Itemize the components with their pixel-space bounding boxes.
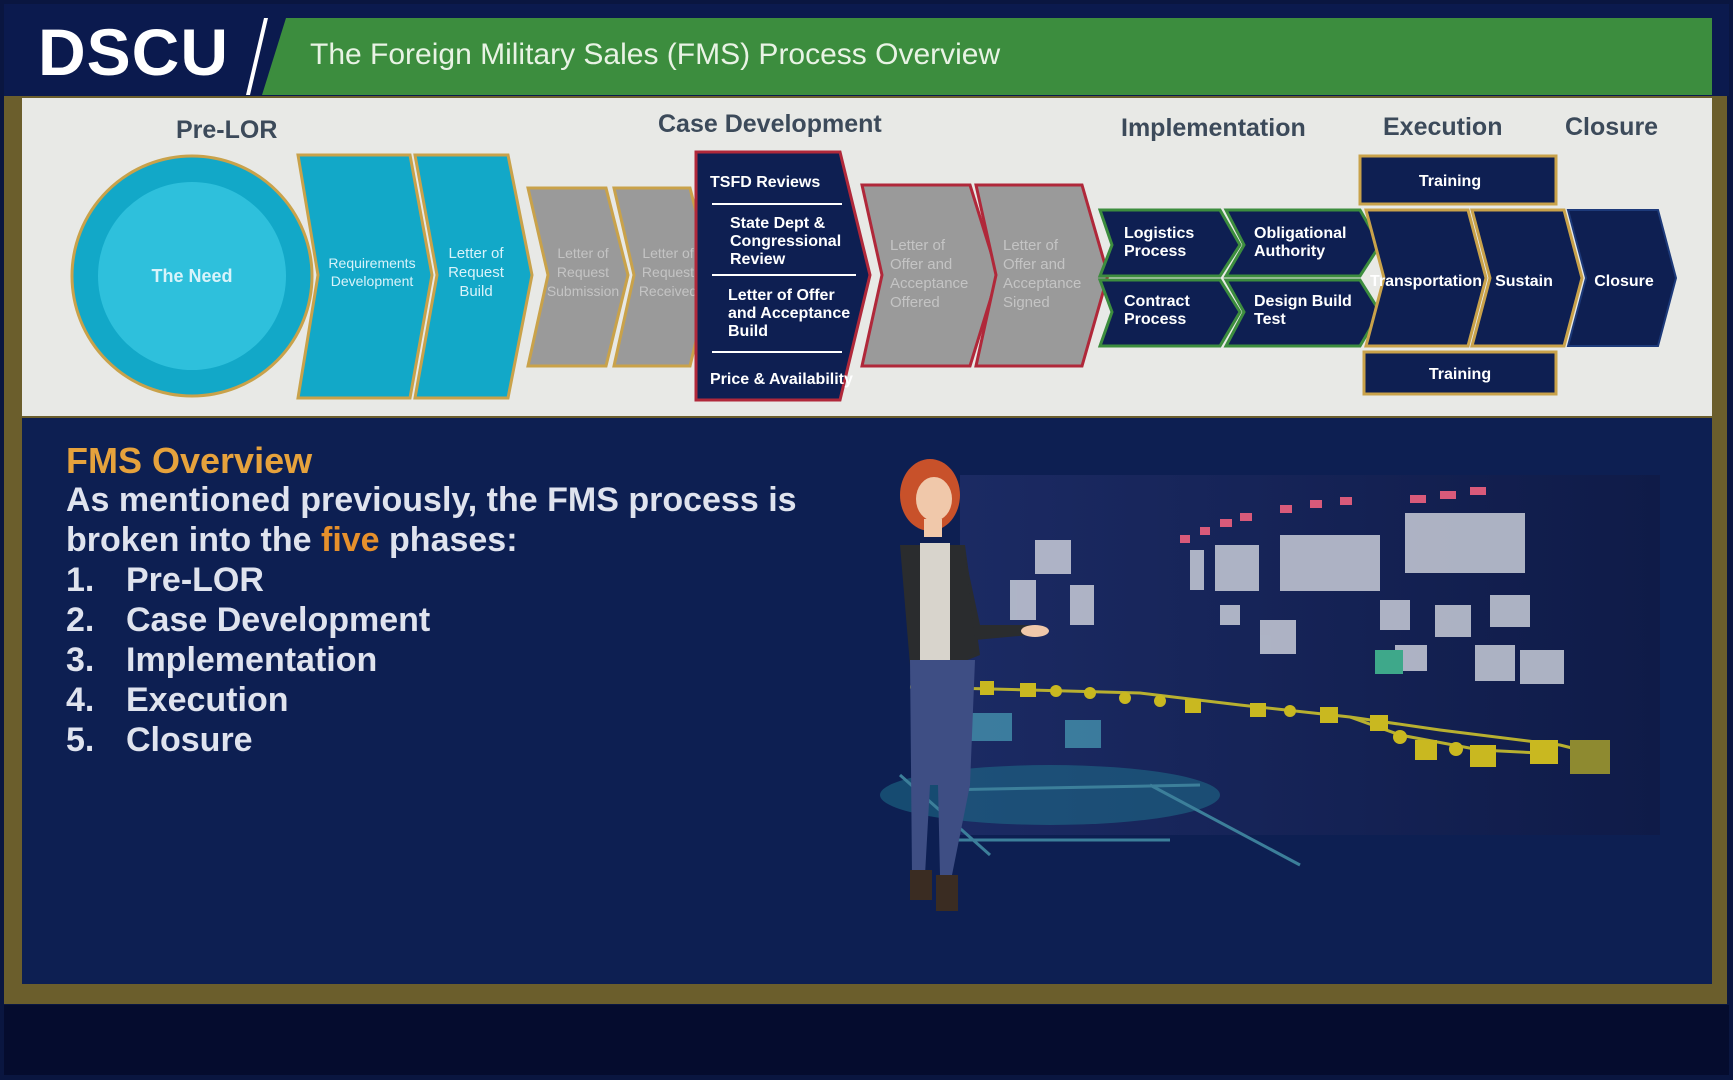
closure-step: Closure [1566, 209, 1678, 347]
presenter-face [916, 477, 952, 521]
phase-label-closure: Closure [1565, 113, 1659, 141]
overview-intro: As mentioned previously, the FMS process… [66, 480, 826, 560]
five-highlight: five [321, 521, 380, 559]
list-item: 1.Pre-LOR [66, 561, 264, 599]
title-band [262, 18, 1712, 95]
the-need-label: The Need [151, 266, 232, 286]
phase-list: 1.Pre-LOR 2.Case Development 3.Implement… [66, 560, 430, 760]
presenter-illustration [880, 459, 1660, 911]
transportation-label: Transportation [1370, 273, 1482, 290]
phase-label-execution: Execution [1383, 113, 1503, 141]
dscu-logo: DSCU [38, 15, 230, 89]
sustain-label: Sustain [1495, 273, 1553, 290]
training-top-label: Training [1419, 173, 1481, 190]
execution-block: Training Transportation Sustain Training [1358, 154, 1584, 396]
intro-line-2: broken into the five phases: [66, 521, 518, 559]
the-need-step: The Need [70, 154, 314, 398]
list-item: 4.Execution [66, 681, 289, 719]
intro-line-1: As mentioned previously, the FMS process… [66, 481, 797, 519]
list-item: 3.Implementation [66, 641, 378, 679]
tsfd-reviews-label: TSFD Reviews [710, 174, 820, 191]
training-bottom-label: Training [1429, 366, 1491, 383]
board-tiles [1010, 513, 1564, 684]
board-green-tile [1375, 650, 1403, 674]
board-timeline-nodes [920, 680, 1610, 774]
presenter-figure [900, 459, 1049, 911]
phase-label-implementation: Implementation [1121, 114, 1306, 142]
phase-label-pre-lor: Pre-LOR [176, 116, 278, 144]
board-tabs [1180, 487, 1486, 543]
presenter-pants [910, 660, 975, 875]
bottom-bar [4, 1005, 1729, 1075]
price-availability-label: Price & Availability [710, 371, 853, 388]
slide-title: The Foreign Military Sales (FMS) Process… [310, 38, 1001, 71]
list-item: 2.Case Development [66, 601, 431, 639]
phase-label-case-development: Case Development [658, 110, 882, 138]
overview-title: FMS Overview [66, 440, 313, 481]
floor-lines [899, 773, 1301, 867]
closure-box-label: Closure [1594, 273, 1654, 290]
presenter-top [920, 543, 950, 663]
list-item: 5.Closure [66, 721, 253, 759]
